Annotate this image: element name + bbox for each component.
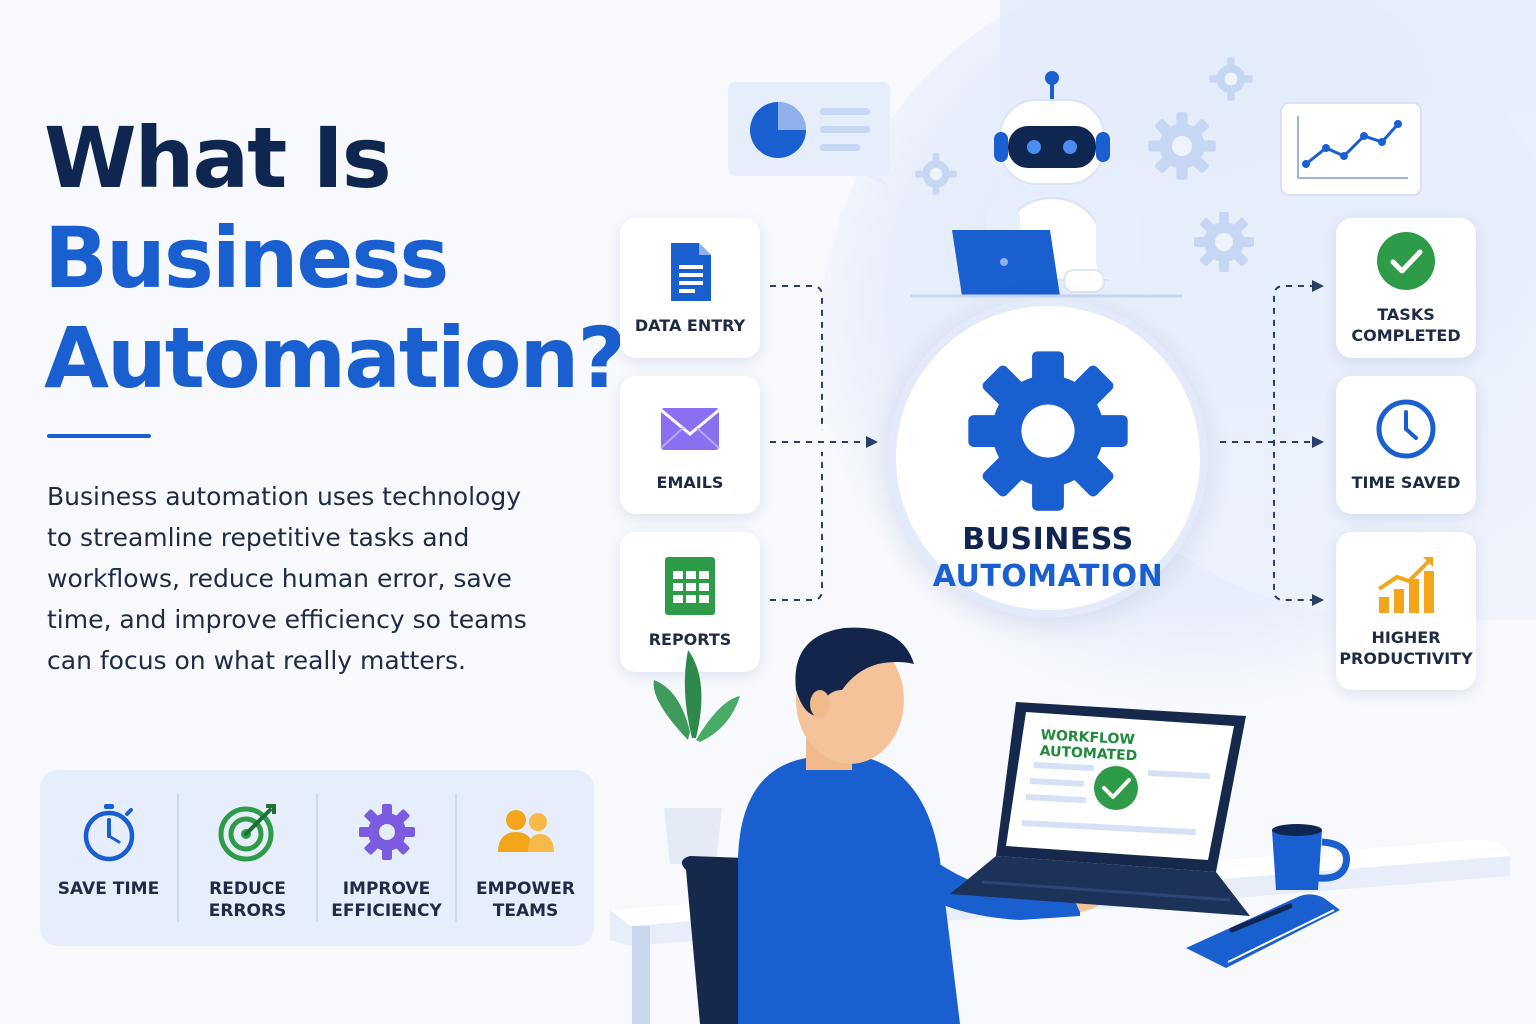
card-label: DATA ENTRY xyxy=(634,315,746,335)
card-label: TASKS COMPLETED xyxy=(1351,305,1461,345)
input-card-emails: EMAILS xyxy=(620,376,760,514)
intro-paragraph: Business automation uses technology to s… xyxy=(47,482,527,675)
card-label: TIME SAVED xyxy=(1351,472,1461,492)
spreadsheet-icon xyxy=(665,556,715,615)
title-underline xyxy=(47,434,151,438)
robot-illustration xyxy=(910,71,1182,298)
desk-scene-illustration xyxy=(610,627,1510,1024)
card-label: HIGHER PRODUCTIVITY xyxy=(1339,628,1473,668)
benefit-reduce-errors: REDUCE ERRORS xyxy=(179,794,318,922)
line-chart-widget xyxy=(1280,102,1422,196)
document-icon xyxy=(671,242,711,301)
flow-connectors xyxy=(770,280,1324,606)
output-card-tasks-completed: TASKS COMPLETED xyxy=(1336,218,1476,358)
decorative-gear-icon xyxy=(1148,112,1216,180)
benefit-empower-teams: EMPOWER TEAMS xyxy=(457,794,594,922)
title-line-1: What Is xyxy=(44,109,392,207)
input-card-data-entry: DATA ENTRY xyxy=(620,218,760,358)
pie-chart-bubble xyxy=(728,82,892,188)
business-automation-hub: BUSINESS AUTOMATION xyxy=(888,298,1208,618)
card-label: EMAILS xyxy=(656,472,724,492)
clock-icon xyxy=(1376,399,1436,458)
team-icon xyxy=(497,810,554,852)
title-line-2: Business xyxy=(44,209,449,307)
output-card-time-saved: TIME SAVED xyxy=(1336,376,1476,514)
decorative-gear-icon xyxy=(915,153,957,195)
benefit-improve-efficiency: IMPROVE EFFICIENCY xyxy=(318,794,457,922)
benefit-label: EMPOWER TEAMS xyxy=(476,879,575,921)
benefit-label: REDUCE ERRORS xyxy=(208,879,287,921)
gear-icon xyxy=(968,351,1128,511)
benefit-label: SAVE TIME xyxy=(57,879,160,899)
decorative-gear-icon xyxy=(1209,57,1253,101)
input-card-reports: REPORTS xyxy=(620,532,760,672)
envelope-icon xyxy=(660,407,720,450)
benefit-save-time: SAVE TIME xyxy=(40,794,179,922)
hub-label-line-1: BUSINESS xyxy=(962,522,1134,557)
page-title: What Is Business Automation? xyxy=(44,108,626,408)
decorative-gear-icon xyxy=(1194,212,1254,272)
benefits-panel: SAVE TIME REDUCE ERRORS xyxy=(40,770,594,946)
stopwatch-icon xyxy=(83,804,134,862)
benefit-label: IMPROVE EFFICIENCY xyxy=(331,879,442,921)
check-circle-icon xyxy=(1377,232,1435,290)
title-line-3: Automation? xyxy=(44,309,626,407)
target-icon xyxy=(218,804,276,862)
growth-chart-icon xyxy=(1377,557,1434,613)
gear-icon xyxy=(358,804,415,860)
card-label: REPORTS xyxy=(648,629,732,649)
output-card-higher-productivity: HIGHER PRODUCTIVITY xyxy=(1336,532,1476,690)
hub-label-line-2: AUTOMATION xyxy=(932,559,1164,594)
